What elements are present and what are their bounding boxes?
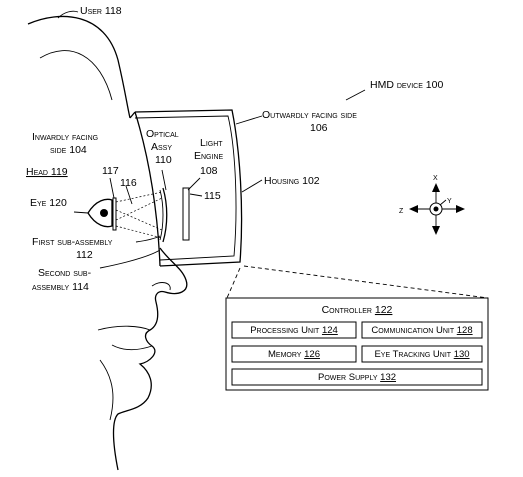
leader-hmd: [345, 89, 366, 101]
z-arrow-right: [456, 205, 465, 213]
hmd-housing: [134, 109, 243, 267]
communication-unit-label: Communication Unit 128: [371, 325, 472, 336]
first-sub-assembly-lens: [112, 197, 117, 231]
label-inward-2: side 104: [50, 144, 87, 156]
leader-housing: [241, 179, 263, 193]
housing-inner: [134, 115, 237, 261]
connector-left: [226, 267, 241, 299]
leader-first: [135, 235, 161, 243]
power-supply-box: [231, 368, 483, 386]
leader-second: [99, 249, 161, 269]
optical-components: [87, 187, 190, 243]
power-supply-label: Power Supply 132: [318, 372, 396, 383]
connector-right: [243, 265, 489, 299]
label-second-2: assembly 114: [32, 281, 89, 293]
leader-optical: [161, 169, 167, 191]
label-outward-2: 106: [310, 122, 328, 134]
eye-tracking-unit-box: [361, 345, 483, 363]
diagram-labels: User 118 HMD device 100 Outwardly facing…: [26, 5, 443, 293]
label-first-2: 112: [76, 249, 93, 261]
leader-user: [57, 10, 79, 19]
label-optical-2: Assy: [151, 141, 172, 153]
label-light-3: 108: [200, 165, 218, 177]
leader-117: [109, 177, 115, 199]
leader-116: [125, 185, 133, 205]
label-light-1: Light: [200, 137, 223, 149]
eye-tracking-unit-label: Eye Tracking Unit 130: [374, 349, 469, 360]
pupil: [100, 209, 108, 217]
label-outward-1: Outwardly facing side: [262, 109, 357, 121]
face-profile: [112, 247, 188, 471]
leader-eye: [73, 211, 89, 214]
controller-connector: [226, 265, 489, 299]
neck: [99, 359, 114, 421]
label-housing: Housing 102: [264, 175, 320, 187]
nostril: [151, 282, 171, 291]
label-optical-3: 110: [155, 154, 172, 166]
housing-outline: [134, 109, 243, 267]
label-user: User 118: [80, 5, 122, 17]
leader-lines: [57, 10, 366, 269]
hair-strand: [39, 50, 113, 101]
axis-y-label: y: [447, 194, 452, 206]
eye-shape: [87, 198, 113, 228]
leader-outward: [235, 115, 263, 125]
housing-cheek: [134, 111, 161, 267]
processing-unit-label: Processing Unit 124: [250, 325, 338, 336]
communication-unit-box: [361, 321, 483, 339]
y-axis-dot: [433, 206, 439, 212]
lips-upper: [97, 325, 151, 331]
y-leader: [439, 199, 447, 206]
leader-115: [189, 193, 203, 197]
x-arrow-down: [432, 226, 440, 235]
optical-assy-lens: [162, 187, 168, 243]
label-second-1: Second sub-: [38, 267, 92, 279]
label-117: 117: [102, 165, 119, 177]
x-arrow-up: [432, 183, 440, 192]
label-head: Head 119: [26, 166, 68, 178]
label-first-1: First sub-assembly: [32, 236, 113, 248]
coordinate-axes: x y z: [399, 171, 465, 235]
forehead: [129, 111, 136, 119]
light-engine-plate: [182, 187, 190, 241]
leader-light: [187, 177, 201, 191]
axis-z-label: z: [399, 204, 404, 216]
optical-assy-lens-inner: [159, 189, 164, 241]
controller-title: Controller 122: [322, 304, 393, 316]
processing-unit-box: [231, 321, 357, 339]
head-profile: [27, 15, 188, 471]
label-inward-1: Inwardly facing: [32, 131, 98, 143]
lips-lower: [111, 344, 153, 351]
memory-box: [231, 345, 357, 363]
axis-x-label: x: [433, 171, 438, 183]
head-outline: [27, 15, 131, 119]
label-115: 115: [204, 190, 221, 202]
label-optical-1: Optical: [146, 128, 179, 140]
label-light-2: Engine: [194, 150, 224, 162]
label-hmd-device: HMD device 100: [370, 79, 443, 91]
label-116: 116: [120, 177, 137, 189]
light-path: [115, 191, 163, 239]
memory-label: Memory 126: [268, 349, 320, 360]
z-arrow-left: [409, 205, 418, 213]
label-eye: Eye 120: [30, 197, 67, 209]
controller-block: Controller 122 Processing Unit 124 Commu…: [225, 297, 489, 391]
